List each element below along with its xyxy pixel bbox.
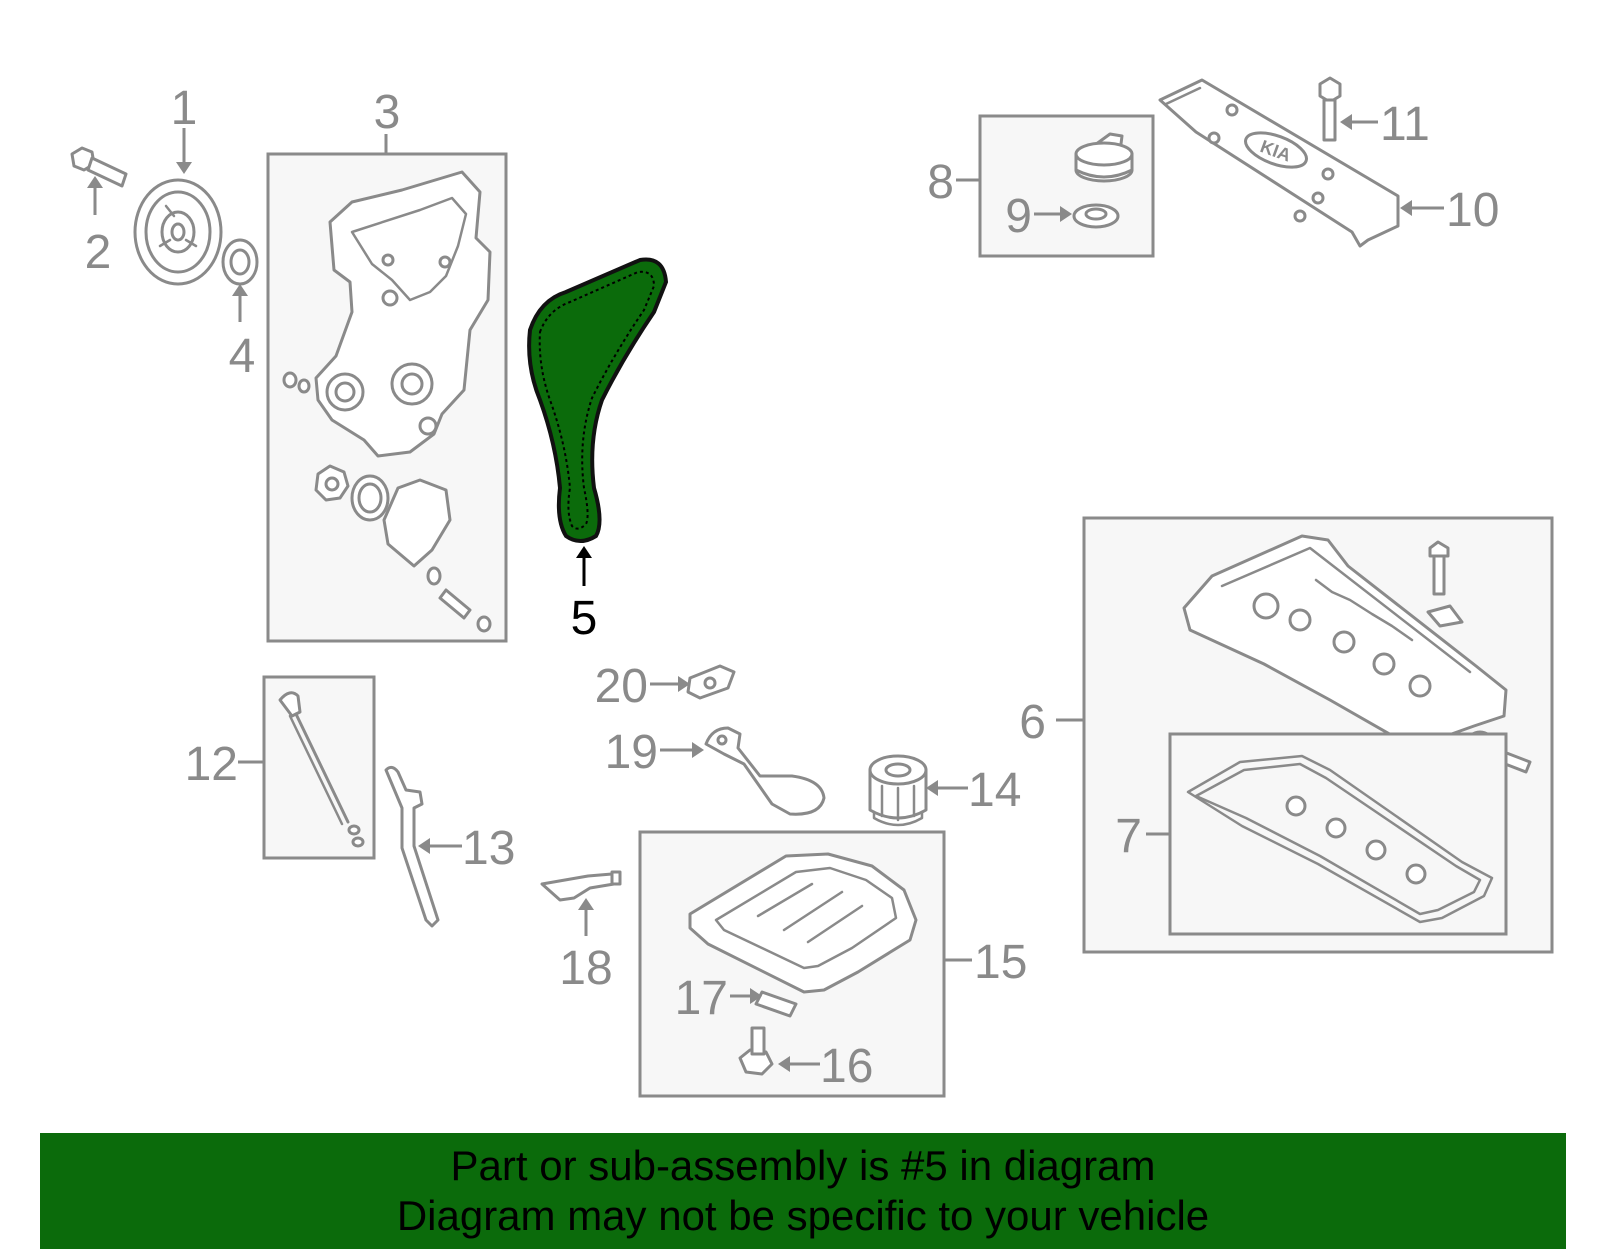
leader-13-arrow xyxy=(418,838,430,854)
callout-17: 17 xyxy=(675,972,728,1025)
part-13-dipstick-tube[interactable] xyxy=(384,765,440,928)
part-17-drain-gasket[interactable] xyxy=(754,990,798,1018)
part-3-oil-pump-parts xyxy=(314,464,492,633)
callout-18: 18 xyxy=(559,942,612,995)
part-11-cover-bolt[interactable] xyxy=(1318,76,1342,142)
callout-11: 11 xyxy=(1380,98,1430,151)
part-20-strainer-gasket[interactable] xyxy=(686,664,736,700)
leader-2-arrow xyxy=(87,176,103,188)
callout-14: 14 xyxy=(968,764,1021,817)
part-19-oil-strainer[interactable] xyxy=(704,726,826,816)
part-5-timing-chain[interactable] xyxy=(527,257,669,543)
part-8-oil-filler-cap xyxy=(1074,132,1134,183)
callout-10: 10 xyxy=(1446,184,1499,237)
callout-19: 19 xyxy=(605,726,658,779)
leader-16-arrow xyxy=(778,1056,790,1072)
part-16-drain-plug[interactable] xyxy=(738,1026,774,1076)
banner-line-2: Diagram may not be specific to your vehi… xyxy=(396,1192,1210,1239)
callout-5: 5 xyxy=(571,592,598,645)
callout-1: 1 xyxy=(171,82,198,135)
info-banner: Part or sub-assembly is #5 in diagram Di… xyxy=(40,1133,1566,1249)
part-8-oil-filler-cap-box[interactable] xyxy=(978,114,1155,258)
part-14-oil-filter[interactable] xyxy=(868,754,928,827)
part-15-oil-pan xyxy=(688,852,918,994)
callout-12: 12 xyxy=(185,738,238,791)
callout-9: 9 xyxy=(1005,190,1032,243)
part-3-timing-cover xyxy=(282,170,492,458)
part-4-front-seal[interactable] xyxy=(221,238,259,286)
callout-8: 8 xyxy=(927,156,954,209)
callout-16: 16 xyxy=(820,1040,873,1093)
leader-18-arrow xyxy=(578,898,594,910)
part-18-sealant[interactable] xyxy=(540,870,622,902)
part-2-pulley-bolt[interactable] xyxy=(70,146,128,188)
part-9-cap-gasket[interactable] xyxy=(1072,203,1120,229)
part-10-engine-cover[interactable]: KIA xyxy=(1158,78,1400,248)
part-1-crankshaft-pulley[interactable] xyxy=(133,178,223,286)
leader-20-arrow xyxy=(678,676,690,692)
leader-10-arrow xyxy=(1400,200,1412,216)
banner-line-1: Part or sub-assembly is #5 in diagram xyxy=(450,1142,1156,1189)
leader-5-arrow xyxy=(576,546,592,558)
callout-3: 3 xyxy=(374,86,401,139)
callout-7: 7 xyxy=(1115,810,1142,863)
leader-4-arrow xyxy=(232,284,248,296)
callout-6: 6 xyxy=(1019,696,1046,749)
part-7-valve-cover-gasket xyxy=(1186,754,1494,924)
part-12-dipstick xyxy=(278,691,365,848)
leader-17-arrow xyxy=(750,988,762,1004)
callout-15: 15 xyxy=(974,936,1027,989)
leader-19-arrow xyxy=(692,742,704,758)
leader-14-arrow xyxy=(926,780,938,796)
leader-9-arrow xyxy=(1060,206,1072,222)
leader-11-arrow xyxy=(1340,114,1352,130)
callout-20: 20 xyxy=(595,660,648,713)
leader-1-arrow xyxy=(176,162,192,174)
callout-2: 2 xyxy=(85,226,112,279)
callout-4: 4 xyxy=(229,330,256,383)
callout-13: 13 xyxy=(462,822,515,875)
